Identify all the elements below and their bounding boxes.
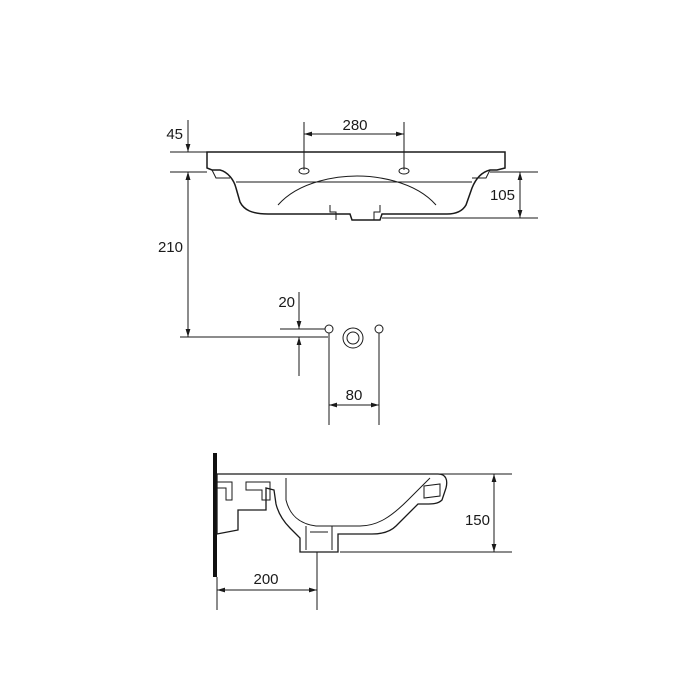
side-view-back-ridge: [245, 481, 271, 501]
dim-105-label: 105: [490, 187, 515, 204]
side-view-drain: [305, 526, 333, 550]
front-view-drain: [329, 205, 381, 220]
dim-20-label: 20: [278, 294, 295, 311]
dim-210-label: 210: [158, 239, 183, 256]
side-view-basin-profile: [216, 473, 448, 553]
hole-detail: 20 80: [278, 292, 384, 425]
dim-150-label: 150: [465, 512, 490, 529]
side-view-front-rim: [423, 483, 441, 499]
front-view-bowl-curve: [277, 175, 437, 206]
front-view-rim-right: [472, 169, 491, 179]
dim-80-label: 80: [346, 387, 363, 404]
dim-280-label: 280: [342, 117, 367, 134]
hole-detail-tap-right: [374, 324, 384, 334]
dim-200-label: 200: [253, 571, 278, 588]
side-view-back-flange: [217, 481, 233, 501]
side-view-wall: [213, 453, 217, 577]
dim-45-label: 45: [166, 126, 183, 143]
front-view-basin-outline: [206, 151, 506, 221]
side-view-bowl-inner: [285, 477, 431, 527]
hole-detail-tap-left: [324, 324, 334, 334]
hole-detail-drain-outer: [342, 327, 364, 349]
hole-detail-drain-inner: [346, 331, 360, 345]
side-view: 150 200: [213, 453, 512, 610]
front-view-rim-left: [211, 169, 230, 179]
front-view: 280 45 105 210: [158, 117, 538, 338]
